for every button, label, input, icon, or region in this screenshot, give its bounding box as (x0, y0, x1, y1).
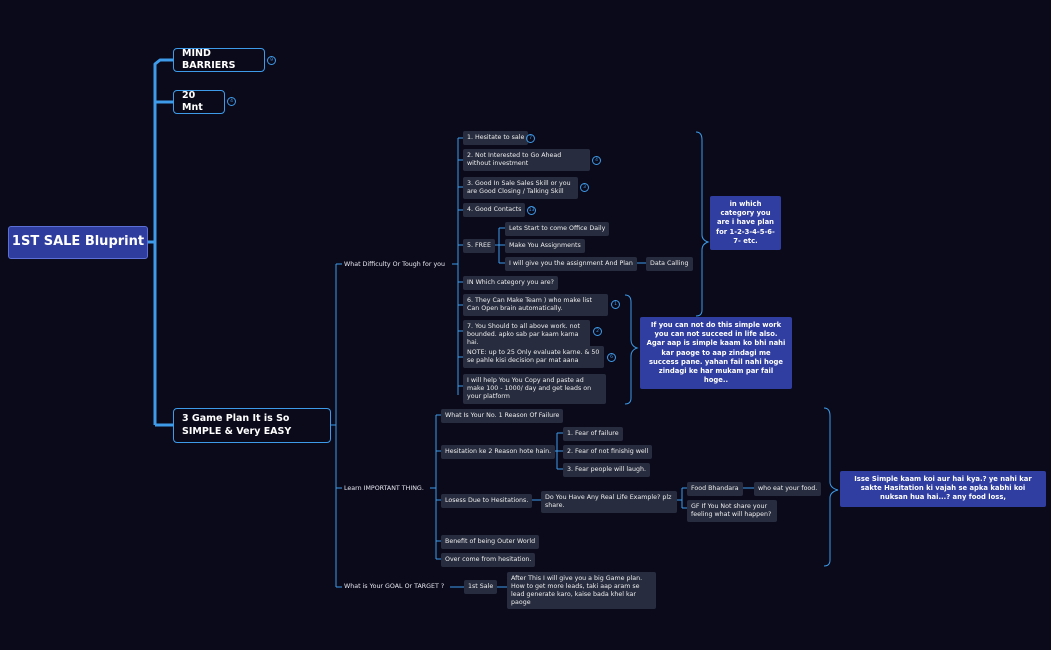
difficulty-item-6[interactable]: 6. They Can Make Team ) who make list Ca… (463, 294, 608, 316)
difficulty-note[interactable]: NOTE: up to 25 Only evaluate karne. & 50… (463, 346, 604, 368)
free-item-assignment-plan[interactable]: I will give you the assignment And Plan (505, 257, 637, 271)
count-badge: 7 (526, 134, 535, 143)
data-calling-node[interactable]: Data Calling (646, 257, 693, 271)
bracket (823, 407, 839, 567)
reason-fear-not-finishing[interactable]: 2. Fear of not finishig well (563, 445, 653, 459)
learn-item-overcome[interactable]: Over come from hesitation. (441, 553, 536, 567)
difficulty-node[interactable]: What Difficulty Or Tough for you (344, 261, 446, 268)
learn-item-losses[interactable]: Losess Due to Hesitations. (441, 494, 533, 508)
difficulty-help[interactable]: I will help You You Copy and paste ad ma… (463, 374, 606, 404)
count-badge: 9 (267, 56, 276, 65)
after-this-plan[interactable]: After This I will give you a big Game pl… (507, 572, 656, 610)
free-item-assignments[interactable]: Make You Assignments (505, 239, 585, 253)
branch-label: MIND BARRIERS (182, 48, 236, 71)
count-badge: 13 (527, 206, 536, 215)
difficulty-item-1[interactable]: 1. Hesitate to sale (463, 131, 529, 145)
difficulty-category-question[interactable]: IN Which category you are? (463, 276, 558, 290)
real-life-example[interactable]: Do You Have Any Real Life Example? plz s… (541, 491, 677, 513)
count-badge: 4 (592, 156, 601, 165)
gf-feeling[interactable]: GF If You Not share your feeling what wi… (687, 500, 777, 522)
who-eat-food[interactable]: who eat your food. (754, 482, 822, 496)
bracket (624, 294, 639, 405)
learn-item-failure-reason[interactable]: What Is Your No. 1 Reason Of Failure (441, 409, 564, 423)
first-sale-node[interactable]: 1st Sale (464, 580, 498, 594)
difficulty-item-3[interactable]: 3. Good In Sale Sales Skill or you are G… (463, 177, 578, 199)
difficulty-item-7[interactable]: 7. You Should to all above work. not bou… (463, 320, 590, 350)
learn-item-hesitation-reasons[interactable]: Hesitation ke 2 Reason hote hain. (441, 445, 556, 459)
count-badge: 6 (607, 353, 616, 362)
free-item-office[interactable]: Lets Start to come Office Daily (505, 222, 610, 236)
count-badge: 2 (593, 327, 602, 336)
callout-fail[interactable]: If you can not do this simple work you c… (640, 317, 792, 390)
branch-20-mnt[interactable]: 20 Mnt (173, 90, 225, 114)
branch-game-plan[interactable]: 3 Game Plan It is So SIMPLE & Very EASY (173, 408, 331, 443)
connector (153, 58, 173, 425)
count-badge: 1 (611, 300, 620, 309)
goal-node[interactable]: What is Your GOAL Or TARGET ? (344, 583, 445, 590)
reason-fear-laugh[interactable]: 3. Fear people will laugh. (563, 463, 650, 477)
count-badge: 4 (227, 97, 236, 106)
count-badge: 3 (580, 183, 589, 192)
difficulty-item-4[interactable]: 4. Good Contacts (463, 203, 526, 217)
callout-loss[interactable]: Isse Simple kaam koi aur hai kya.? ye na… (840, 471, 1046, 507)
callout-category[interactable]: in which category you are i have plan fo… (710, 196, 781, 250)
bracket (695, 131, 710, 317)
branch-label: 20 Mnt (182, 90, 203, 113)
difficulty-item-5-free[interactable]: 5. FREE (463, 239, 495, 253)
root-node[interactable]: 1ST SALE Bluprint (8, 226, 148, 259)
branch-mind-barriers[interactable]: MIND BARRIERS (173, 48, 265, 72)
learn-node[interactable]: Learn IMPORTANT THING. (344, 485, 424, 492)
reason-fear-failure[interactable]: 1. Fear of failure (563, 427, 623, 441)
learn-item-outer-world[interactable]: Benefit of being Outer World (441, 535, 540, 549)
branch-label: 3 Game Plan It is So SIMPLE & Very EASY (182, 412, 292, 437)
difficulty-item-2[interactable]: 2. Not Interested to Go Ahead without in… (463, 149, 590, 171)
food-bhandara[interactable]: Food Bhandara (687, 482, 743, 496)
